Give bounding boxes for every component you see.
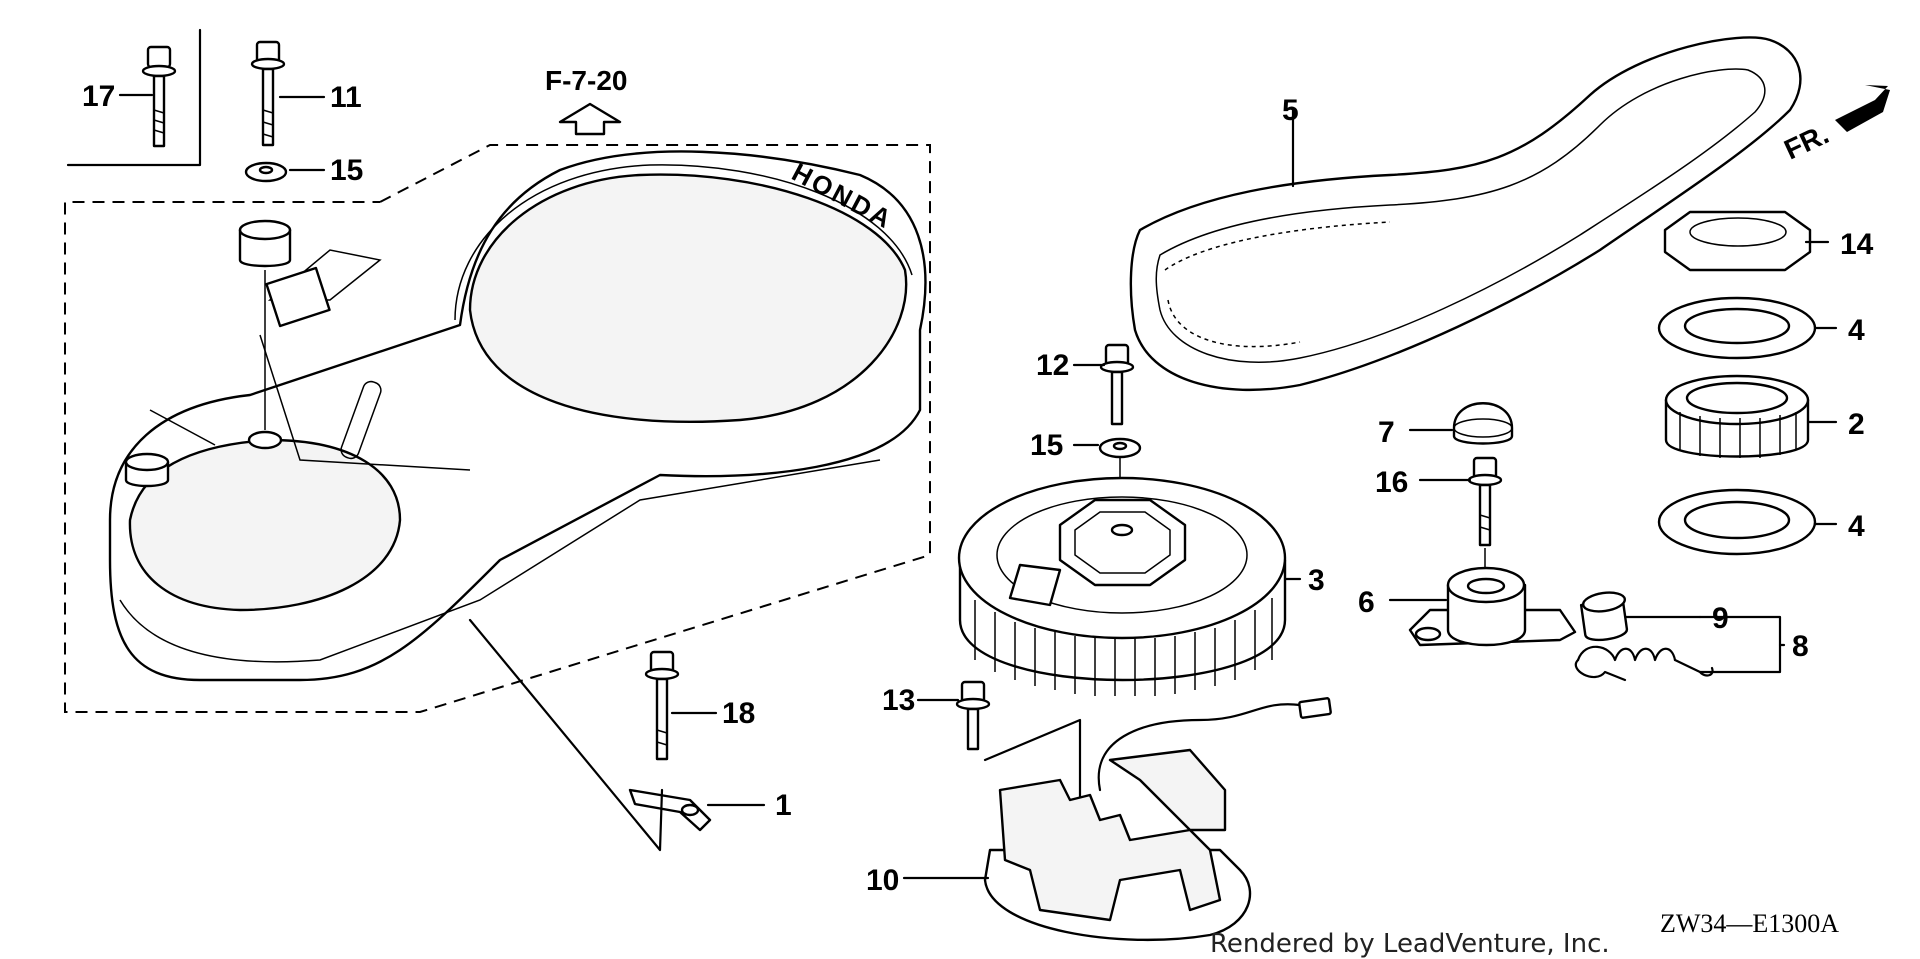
bolt-13 [916,680,1082,802]
bolt-18 [118,45,177,148]
callout-3: 3 [1308,564,1325,597]
tensioner-spring-8 [1574,615,1786,682]
callout-17: 16 [1375,466,1408,499]
tensioner-6 [1388,566,1577,647]
callout-11: 11 [330,81,362,114]
lock-nut-14 [1663,210,1830,272]
callout-12: 12 [1036,349,1069,382]
callout-5: 5 [1282,94,1299,127]
bolt-11 [250,40,326,147]
callout-6: 6 [1358,586,1375,619]
bolt-18-frame [66,28,202,167]
front-direction-label: FR. [1779,118,1833,165]
callout-16: 15 [330,154,363,187]
callout-13: 13 [882,684,915,717]
callout-4-top: 4 [1848,314,1865,347]
diagram-code: ZW34—E1300A [1660,909,1839,938]
callout-7: 7 [1378,416,1395,449]
clip-1 [468,618,766,852]
callout-2: 2 [1848,408,1865,441]
callout-10: 10 [866,864,899,897]
pulser-coil-10 [902,697,1332,942]
flywheel-pulley-3 [957,476,1302,696]
cap-7 [1408,402,1514,445]
cover-collar [124,409,216,488]
callout-14: 14 [1840,228,1874,261]
flywheel-teeth [974,598,1273,696]
bolt-12 [1072,343,1135,426]
callout-1: 1 [775,789,792,822]
bolt-19 [644,650,718,761]
washer-4-bottom [1657,488,1838,556]
reference-arrow [558,102,622,136]
callout-labels: 17 11 15 18 1 5 14 4 2 4 12 15 3 7 16 6 … [82,80,1874,897]
collar-9 [1579,591,1702,642]
timing-belt-5 [1129,36,1802,392]
crankshaft-pulley-2 [1664,374,1838,458]
bolt-17 [1418,456,1503,585]
callout-15: 15 [1030,429,1063,462]
cover-dashed-outline [64,144,931,713]
callout-19: 18 [722,697,755,730]
callout-4-bottom: 4 [1848,510,1865,543]
credit-text: Rendered by LeadVenture, Inc. [1210,929,1610,959]
cover-grommet [238,219,292,450]
front-direction-arrow [1835,85,1890,132]
callout-9: 9 [1712,602,1729,635]
washer-16 [244,161,326,183]
callout-18: 17 [82,80,115,113]
callout-8: 8 [1792,630,1809,663]
reference-label: F-7-20 [545,65,627,96]
washer-4-top [1657,296,1838,360]
timing-belt-cover: HONDA [108,150,927,682]
